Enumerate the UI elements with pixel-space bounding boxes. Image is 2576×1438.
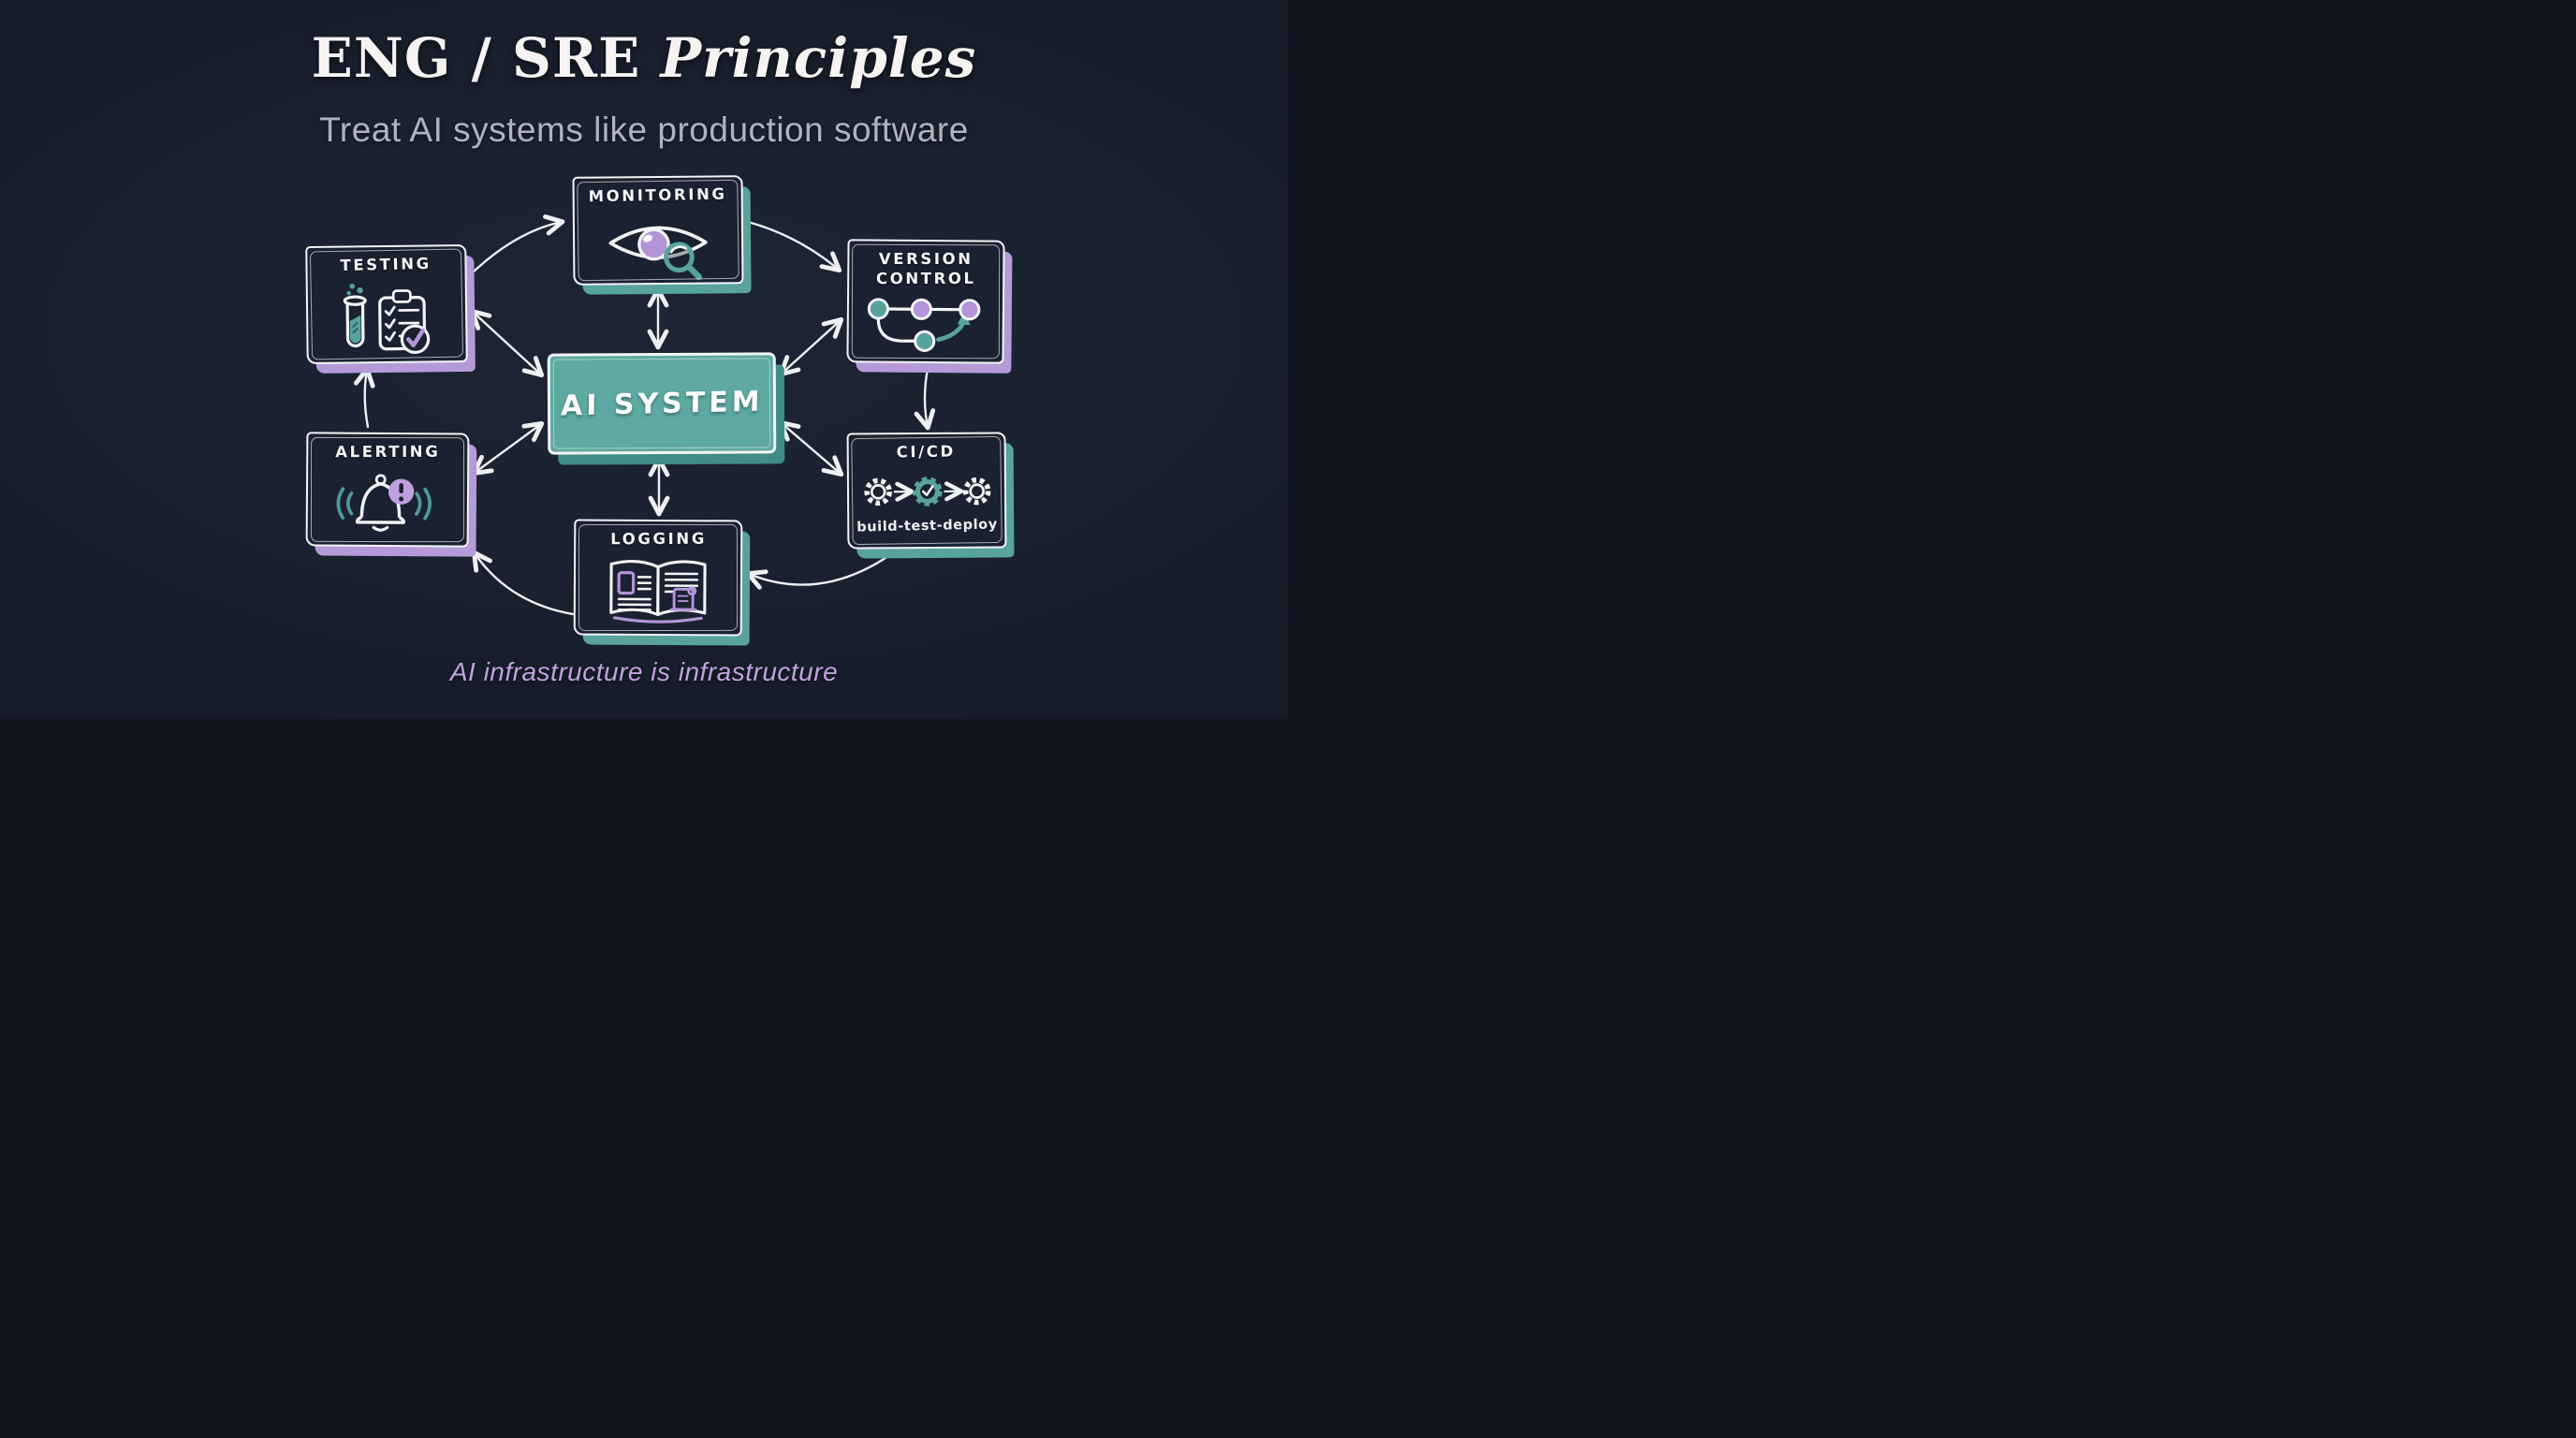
arrow-testing-ai-system bbox=[469, 308, 545, 378]
node-ai-system-label: AI SYSTEM bbox=[560, 385, 764, 422]
node-logging-label: LOGGING bbox=[609, 529, 707, 549]
arrow-alerting-ai-system bbox=[471, 421, 545, 476]
node-cicd-caption: build-test-deploy bbox=[856, 517, 998, 536]
eye-magnifier-icon bbox=[608, 226, 708, 280]
connector-arrows bbox=[354, 214, 936, 618]
git-branch-icon bbox=[867, 298, 981, 353]
bell-alert-icon bbox=[336, 473, 432, 532]
arrow-ai-system-version-control bbox=[778, 316, 844, 377]
node-alerting-label: ALERTING bbox=[335, 442, 441, 462]
node-cicd-label: CI/CD bbox=[896, 442, 957, 462]
node-version-control: VERSION CONTROL bbox=[846, 239, 1005, 364]
infographic-canvas: ENG / SRE Principles Treat AI systems li… bbox=[0, 0, 1288, 719]
title-accent: Principles bbox=[660, 26, 977, 90]
node-testing-label: TESTING bbox=[340, 254, 432, 275]
node-logging: LOGGING bbox=[573, 519, 743, 637]
node-monitoring-label: MONITORING bbox=[588, 184, 727, 206]
node-testing: TESTING bbox=[305, 243, 468, 365]
footer-tagline: AI infrastructure is infrastructure bbox=[449, 657, 839, 686]
arrow-cicd-logging bbox=[745, 552, 893, 590]
title-main: ENG / SRE bbox=[311, 26, 661, 90]
log-book-icon bbox=[609, 559, 707, 624]
node-version-control-label: VERSION CONTROL bbox=[875, 249, 976, 287]
arrow-ai-system-cicd bbox=[778, 419, 844, 477]
test-tube-checklist-icon bbox=[343, 283, 431, 354]
page-title: ENG / SRE Principles bbox=[0, 26, 1288, 90]
arrow-version-control-cicd bbox=[914, 367, 936, 431]
node-monitoring: MONITORING bbox=[572, 175, 744, 286]
arrow-monitoring-version-control bbox=[746, 220, 842, 273]
page-subtitle: Treat AI systems like production softwar… bbox=[319, 110, 969, 149]
arrow-testing-monitoring bbox=[471, 214, 565, 274]
node-cicd: CI/CD build-test-deploy bbox=[846, 432, 1007, 550]
node-alerting: ALERTING bbox=[305, 432, 470, 548]
arrow-logging-alerting bbox=[472, 550, 589, 618]
arrow-alerting-testing bbox=[354, 366, 375, 429]
gear-pipeline-icon bbox=[864, 476, 991, 506]
node-ai-system: AI SYSTEM bbox=[547, 352, 777, 455]
